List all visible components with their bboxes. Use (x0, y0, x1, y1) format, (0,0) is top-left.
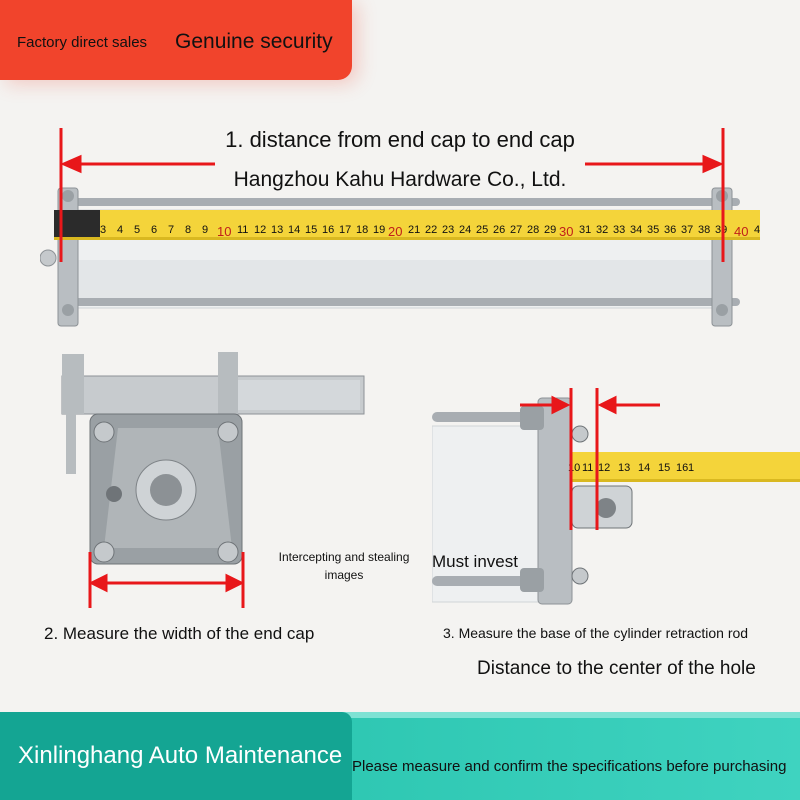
tape-num: 40 (734, 224, 749, 239)
footer-note: Please measure and confirm the specifica… (352, 758, 787, 775)
headline-company: Hangzhou Kahu Hardware Co., Ltd. (233, 168, 567, 191)
tape-num: 34 (630, 224, 643, 236)
cylinder-illustration (40, 187, 760, 327)
tape-num: 14 (288, 224, 301, 236)
caption-end-cap-width: 2. Measure the width of the end cap (44, 624, 315, 643)
caption-must-invest: Must invest (432, 552, 518, 571)
headline-end-cap-distance: 1. distance from end cap to end cap (225, 127, 575, 152)
tape-num: 7 (168, 224, 175, 236)
tape-num: 11 (237, 224, 249, 236)
tape-num: 16 (676, 462, 689, 474)
top-banner: Factory direct sales Genuine security (0, 0, 352, 80)
tape-num: 27 (510, 224, 523, 236)
tape-num: 31 (579, 224, 592, 236)
caption-retraction-rod: 3. Measure the base of the cylinder retr… (443, 625, 749, 641)
tape-num: 20 (388, 224, 403, 239)
tape-num: 33 (613, 224, 626, 236)
tape-num: 6 (151, 224, 158, 236)
tape-num: 4 (117, 224, 124, 236)
banner-right-text: Genuine security (175, 30, 333, 53)
cylinder-photo-detail (432, 392, 800, 610)
tape-num: 30 (559, 224, 574, 239)
tape-num: 25 (476, 224, 489, 236)
footer-tab (0, 712, 352, 800)
watermark-text: Intercepting and stealing images (278, 550, 410, 582)
tape-num: 1 (688, 462, 695, 474)
cylinder-photo-main (40, 180, 800, 340)
tape-num: 14 (638, 462, 651, 474)
banner-left-text: Factory direct sales (17, 34, 148, 51)
tape-num: 19 (373, 224, 386, 236)
tape-num: 38 (698, 224, 711, 236)
caliper-photo (58, 348, 370, 610)
tape-num: 26 (493, 224, 506, 236)
tape-num: 3 (100, 224, 107, 236)
tape-num: 28 (527, 224, 540, 236)
tape-num: 29 (544, 224, 557, 236)
tape-num: 23 (442, 224, 455, 236)
tape-num: 18 (356, 224, 369, 236)
footer-title: Xinlinghang Auto Maintenance (18, 742, 343, 769)
tape-num: 5 (134, 224, 141, 236)
tape-num: 32 (596, 224, 609, 236)
tape-num: 4 (754, 224, 761, 236)
tape-num: 21 (408, 224, 421, 236)
tape-num: 9 (202, 224, 209, 236)
tape-num: 12 (254, 224, 267, 236)
tape-num: 24 (459, 224, 472, 236)
tape-num: 22 (425, 224, 438, 236)
tape-num: 10 (217, 224, 232, 239)
tape-num: 8 (185, 224, 192, 236)
tape-num: 13 (618, 462, 631, 474)
tape-num: 37 (681, 224, 694, 236)
tape-num: 15 (305, 224, 318, 236)
tape-num: 13 (271, 224, 284, 236)
tape-num: 12 (598, 462, 611, 474)
tape-num: 16 (322, 224, 335, 236)
tape-num: 17 (339, 224, 352, 236)
caption-hole-center: Distance to the center of the hole (477, 658, 756, 679)
tape-num: 35 (647, 224, 660, 236)
tape-num: 15 (658, 462, 671, 474)
tape-num: 36 (664, 224, 677, 236)
tape-num: 11 (582, 462, 594, 474)
